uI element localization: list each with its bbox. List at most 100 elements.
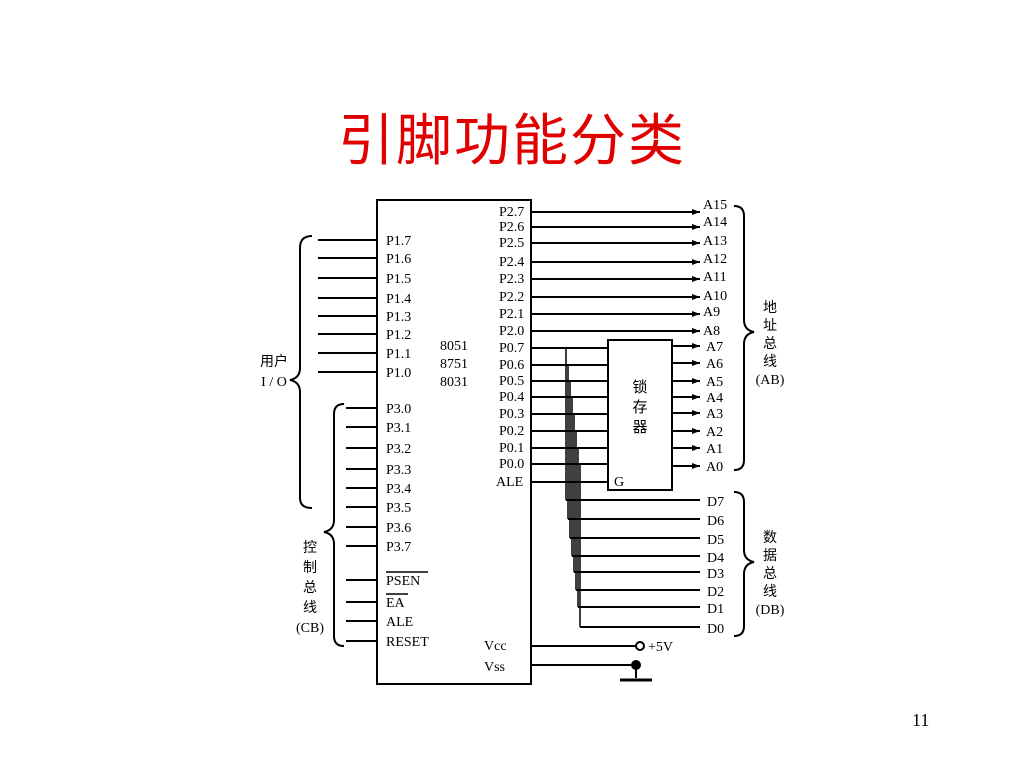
control-bus-label: 控 (303, 540, 317, 556)
address-label: A14 (703, 215, 727, 230)
latch-label: 器 (632, 420, 647, 436)
data-label: D7 (707, 495, 724, 510)
data-bus-label: 据 (763, 548, 777, 564)
address-label: A10 (703, 289, 727, 304)
pin-label-left: P1.6 (386, 252, 411, 267)
pin-label-left: P3.4 (386, 482, 411, 497)
arrow-head (692, 328, 700, 334)
address-bus-label: (AB) (756, 373, 785, 388)
pin-label-left: P1.4 (386, 292, 411, 307)
pin-label-left: P1.3 (386, 310, 411, 325)
pin-label-right: P2.3 (499, 272, 524, 287)
pin-label-right: ALE (496, 475, 523, 490)
vcc-label: Vcc (484, 639, 507, 654)
chip-model-label: 8051 (440, 339, 468, 354)
latch-box (607, 339, 673, 491)
data-bus-label: 数 (763, 530, 777, 546)
user-io-label: 用户 (260, 353, 288, 370)
page-number: 11 (912, 710, 930, 730)
address-label: A7 (706, 340, 723, 355)
arrow-head (692, 224, 700, 230)
pin-label-left: P3.6 (386, 521, 411, 536)
pin-label-left: P3.0 (386, 402, 411, 417)
latch-label: 存 (632, 399, 647, 416)
pin-label-right: P0.1 (499, 441, 524, 456)
address-label: A3 (706, 407, 723, 422)
arrow-head (692, 428, 700, 434)
data-label: D2 (707, 585, 724, 600)
arrow-head (692, 240, 700, 246)
address-bus-brace (733, 205, 755, 471)
slide-title: 引脚功能分类 (338, 109, 686, 174)
arrow-head (692, 209, 700, 215)
pin-label-right: P0.7 (499, 341, 524, 356)
user-io-label: I / O (261, 375, 287, 390)
pin-label-left: ALE (386, 615, 413, 630)
address-label: A6 (706, 357, 723, 372)
chip-model-label: 8751 (440, 357, 468, 372)
data-label: D0 (707, 622, 724, 637)
data-bus-label: (DB) (756, 603, 785, 618)
address-bus-label: 址 (763, 318, 777, 334)
pin-label-left: P3.7 (386, 540, 411, 555)
pin-label-right: P0.4 (499, 390, 524, 405)
data-label: D5 (707, 533, 724, 548)
pin-label-right: P2.5 (499, 236, 524, 251)
data-label: D6 (707, 514, 724, 529)
arrow-head (692, 463, 700, 469)
power-label: +5V (648, 640, 673, 655)
arrow-head (692, 294, 700, 300)
pin-label-right: P0.5 (499, 374, 524, 389)
pin-label-right: P0.3 (499, 407, 524, 422)
pin-label-left: P1.1 (386, 347, 411, 362)
address-label: A1 (706, 442, 723, 457)
pin-label-right: P2.7 (499, 205, 524, 220)
chip-model-label: 8031 (440, 375, 468, 390)
pin-label-right: P2.4 (499, 255, 524, 270)
pin-label-right: P2.0 (499, 324, 524, 339)
arrow-head (692, 276, 700, 282)
data-bus-brace (733, 491, 755, 637)
pin-label-left: P3.3 (386, 463, 411, 478)
arrow-head (692, 445, 700, 451)
address-label: A4 (706, 391, 723, 406)
arrow-head (692, 259, 700, 265)
data-bus-label: 总 (763, 566, 777, 582)
control-bus-label: 制 (303, 560, 317, 576)
latch-label: 锁 (632, 379, 647, 396)
address-bus-label: 线 (763, 354, 777, 370)
address-label: A12 (703, 252, 727, 267)
pin-label-left: P3.5 (386, 501, 411, 516)
pin-label-left: P3.1 (386, 421, 411, 436)
control-bus-label: 总 (303, 580, 317, 596)
address-label: A5 (706, 375, 723, 390)
pin-label-left: PSEN (386, 574, 420, 589)
address-label: A0 (706, 460, 723, 475)
address-bus-label: 地 (763, 300, 777, 316)
pin-label-left: P1.7 (386, 234, 411, 249)
pin-label-left: P1.5 (386, 272, 411, 287)
arrow-head (692, 394, 700, 400)
pin-label-right: P2.6 (499, 220, 524, 235)
control-bus-label: (CB) (296, 621, 324, 636)
pin-label-right: P2.2 (499, 290, 524, 305)
arrow-head (692, 360, 700, 366)
latch-gate-label: G (614, 475, 624, 490)
user-io-brace (289, 235, 313, 509)
data-bus-label: 线 (763, 584, 777, 600)
address-label: A2 (706, 425, 723, 440)
address-label: A8 (703, 324, 720, 339)
address-label: A11 (703, 270, 727, 285)
power-terminal-icon (635, 641, 645, 651)
pin-label-left: P1.0 (386, 366, 411, 381)
data-label: D4 (707, 551, 724, 566)
address-bus-label: 总 (763, 336, 777, 352)
address-label: A13 (703, 234, 727, 249)
control-bus-label: 线 (303, 600, 317, 616)
arrow-head (692, 343, 700, 349)
arrow-head (692, 311, 700, 317)
data-label: D3 (707, 567, 724, 582)
address-label: A15 (703, 198, 727, 213)
pin-label-left: P1.2 (386, 328, 411, 343)
